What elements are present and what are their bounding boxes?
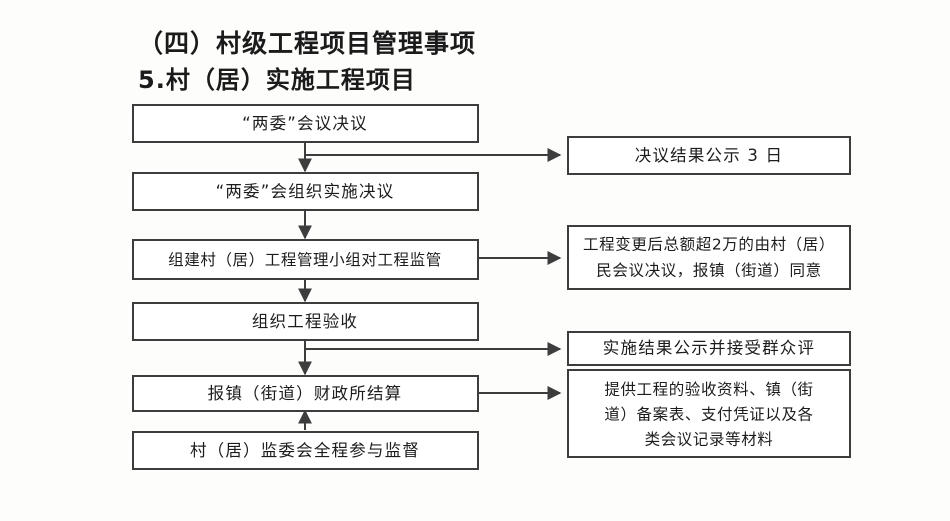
- side-note-s4-line-2: 道）备案表、支付凭证以及各: [604, 406, 813, 424]
- flow-node-n4-label: 组织工程验收: [252, 312, 358, 331]
- flow-node-n5-label: 报镇（街道）财政所结算: [208, 384, 403, 403]
- flow-node-n3-label: 组建村（居）工程管理小组对工程监管: [168, 251, 442, 269]
- side-note-s4-line-3: 类会议记录等材料: [645, 431, 774, 449]
- side-note-s2-line-1: 工程变更后总额超2万的由村（居）: [583, 236, 835, 254]
- flow-node-n5[interactable]: 报镇（街道）财政所结算: [132, 375, 479, 412]
- flow-node-n6[interactable]: 村（居）监委会全程参与监督: [132, 431, 479, 470]
- side-note-s4[interactable]: 提供工程的验收资料、镇（街 道）备案表、支付凭证以及各 类会议记录等材料: [567, 369, 851, 458]
- side-note-s3-line-1: 实施结果公示并接受群众评: [603, 339, 815, 358]
- flow-node-n4[interactable]: 组织工程验收: [132, 302, 479, 341]
- page-subtitle: 5.村（居）实施工程项目: [138, 66, 416, 94]
- flow-node-n2[interactable]: “两委”会组织实施决议: [132, 172, 479, 211]
- side-note-s2[interactable]: 工程变更后总额超2万的由村（居） 民会议决议，报镇（街道）同意: [567, 225, 851, 290]
- side-note-s1-line-1: 决议结果公示 3 日: [635, 146, 784, 165]
- side-note-s3[interactable]: 实施结果公示并接受群众评: [567, 331, 851, 366]
- page-title: （四）村级工程项目管理事项: [138, 29, 477, 58]
- flow-node-n3[interactable]: 组建村（居）工程管理小组对工程监管: [132, 239, 479, 280]
- side-note-s4-line-1: 提供工程的验收资料、镇（街: [604, 381, 813, 399]
- flow-node-n2-label: “两委”会组织实施决议: [216, 182, 395, 201]
- side-note-s1[interactable]: 决议结果公示 3 日: [567, 136, 851, 175]
- flow-node-n1-label: “两委”会议决议: [242, 114, 368, 133]
- flow-node-n6-label: 村（居）监委会全程参与监督: [190, 441, 420, 460]
- side-note-s2-line-2: 民会议决议，报镇（街道）同意: [596, 261, 821, 280]
- flow-node-n1[interactable]: “两委”会议决议: [132, 104, 479, 143]
